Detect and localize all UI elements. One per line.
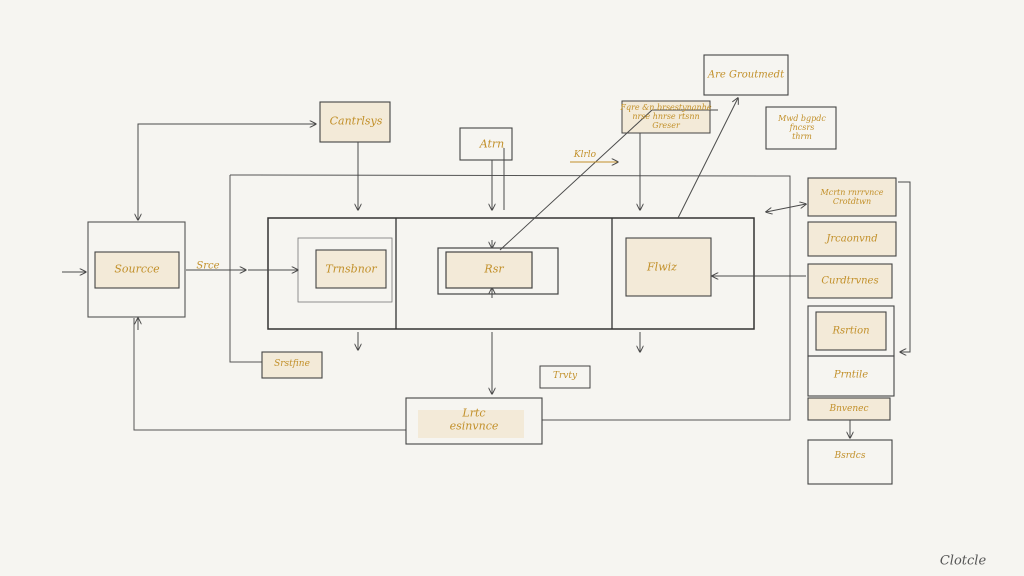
- source-block: [87, 221, 186, 318]
- main-pipeline: [267, 217, 755, 330]
- bottom-left-label: Srstfine: [274, 358, 310, 369]
- side-label-7: Bsrdcs: [834, 450, 866, 461]
- side-label-5: Prntile: [833, 369, 869, 381]
- note-top-label: Fqre &n brsestynanhe nrse hnrse rtsnn Gr…: [620, 103, 712, 131]
- source-label: Sourcce: [114, 262, 160, 276]
- bottom-note-label: Trvty: [552, 370, 578, 381]
- side-label-4: Rsrtion: [832, 325, 870, 337]
- input-label: Srce: [196, 260, 220, 272]
- output-top-label: Are Groutmedt: [707, 69, 785, 81]
- arrow-note-label: Klrlo: [573, 149, 597, 160]
- transform-label: Trnsbnor: [325, 262, 377, 276]
- core-label: Rsr: [484, 262, 504, 276]
- top-boxes: [319, 54, 837, 161]
- outer-frame: [133, 174, 791, 431]
- side-label-3: Curdtrvnes: [821, 275, 879, 287]
- bottom-mid-label: Lrtc esinvnce: [449, 406, 499, 432]
- side-label-1: Mcrtn rnrrvnce Crotdtwn: [820, 187, 884, 206]
- flow-label: Flwiz: [647, 260, 677, 274]
- side-label-2: Jrcaonvnd: [826, 233, 878, 245]
- side-stack: [807, 177, 897, 485]
- arrows: [62, 98, 911, 438]
- controls-label: Cantrlsys: [329, 114, 383, 128]
- note-right-label: Mwd bgpdc fncsrs thrm: [778, 114, 826, 142]
- side-label-6: Bnvenec: [829, 403, 869, 414]
- action-label: Atrn: [479, 137, 505, 151]
- bottom-boxes: [261, 351, 591, 445]
- signature: Clotcle: [939, 553, 987, 569]
